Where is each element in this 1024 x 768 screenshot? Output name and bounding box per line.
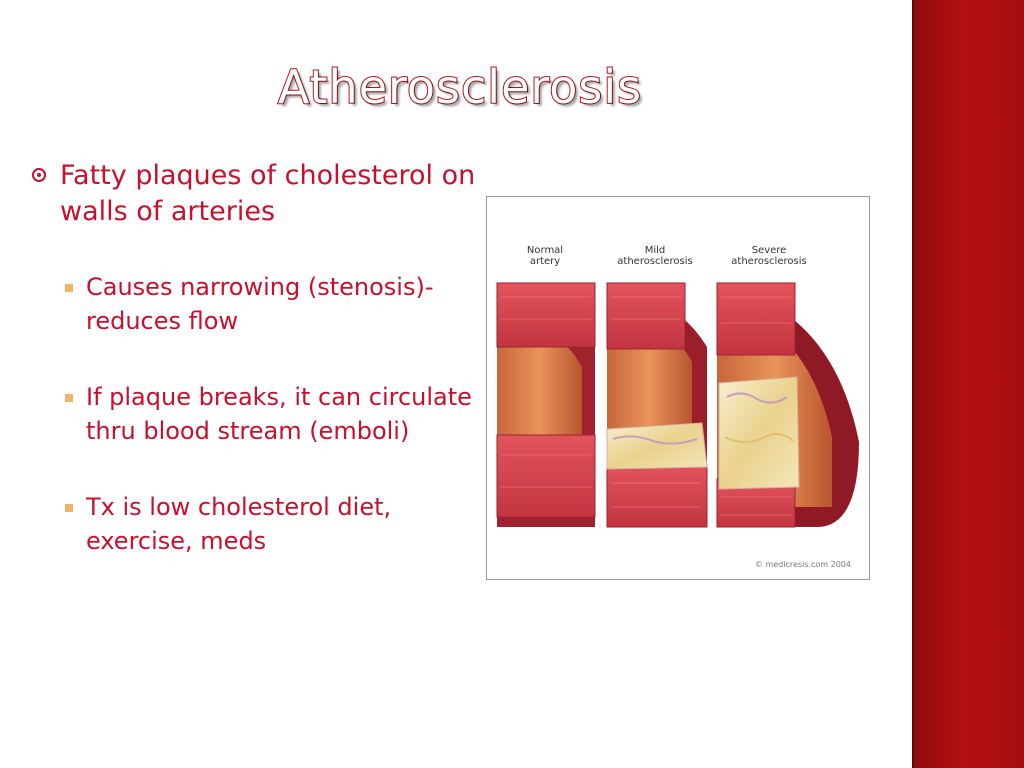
label-mild-atherosclerosis: Mild atherosclerosis (617, 245, 693, 267)
sub-bullet-list: Causes narrowing (stenosis)-reduces flow… (30, 270, 480, 558)
artery-cross-sections-graphic (496, 282, 859, 528)
severe-plaque-texture (724, 432, 794, 443)
sub-bullet-2: If plaque breaks, it can circulate thru … (30, 380, 480, 448)
normal-wall-texture (501, 296, 591, 488)
slide-body: Fatty plaques of cholesterol on walls of… (30, 158, 480, 558)
severe-plaque-texture (726, 392, 788, 404)
severe-artery-top-wall (716, 282, 796, 356)
sub-bullet-1: Causes narrowing (stenosis)-reduces flow (30, 270, 480, 338)
square-bullet-icon (65, 394, 73, 402)
label-severe-atherosclerosis: Severe atherosclerosis (731, 245, 807, 267)
severe-wall-texture (721, 296, 791, 516)
sub-bullet-text: Tx is low cholesterol diet, exercise, me… (86, 493, 392, 555)
square-bullet-icon (65, 284, 73, 292)
normal-artery-lumen (497, 309, 582, 467)
figure-copyright: © medicresis.com 2004 (754, 560, 851, 569)
mild-wall-texture (611, 296, 701, 508)
mild-artery-top-wall (606, 282, 686, 350)
normal-artery-top-wall (496, 282, 596, 348)
mild-plaque-texture (612, 435, 698, 445)
main-bullet-text: Fatty plaques of cholesterol on walls of… (60, 160, 476, 227)
artery-illustration: Normal artery Mild atherosclerosis Sever… (486, 196, 870, 580)
main-bullet: Fatty plaques of cholesterol on walls of… (30, 158, 480, 230)
sub-bullet-3: Tx is low cholesterol diet, exercise, me… (30, 490, 480, 558)
severe-plaque (718, 376, 800, 490)
label-normal-artery: Normal artery (526, 245, 564, 267)
mild-plaque (606, 422, 708, 470)
mild-artery-bottom-wall (606, 464, 708, 528)
sub-bullet-text: If plaque breaks, it can circulate thru … (86, 383, 472, 445)
radio-bullet-icon (32, 168, 46, 182)
sub-bullet-text: Causes narrowing (stenosis)-reduces flow (86, 273, 434, 335)
side-decorative-band (912, 0, 1024, 768)
square-bullet-icon (65, 504, 73, 512)
normal-artery-bottom-wall (496, 434, 596, 518)
slide-title: Atherosclerosis (277, 59, 643, 115)
